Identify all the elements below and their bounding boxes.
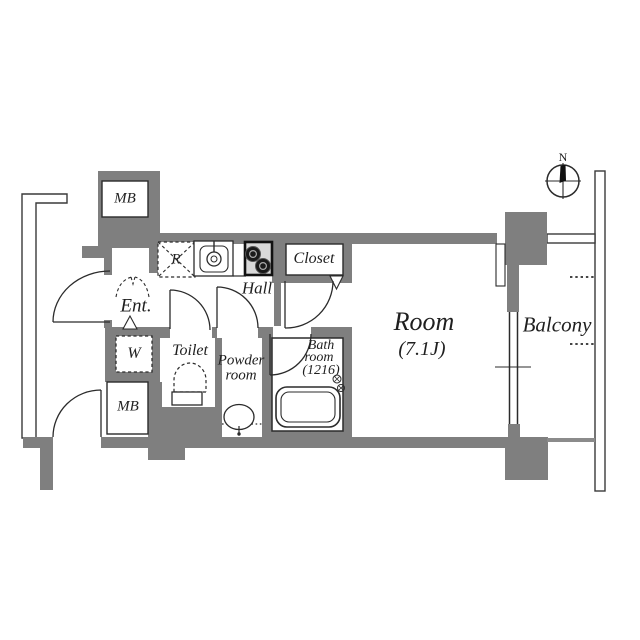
meter-box-top: [101, 180, 149, 218]
room-door-swing: [284, 280, 334, 329]
wall-top: [160, 233, 497, 244]
washing-machine-space: [115, 335, 153, 373]
shower-mixer-icon: [332, 374, 345, 392]
toilet-door-swing: [169, 289, 211, 331]
kitchen: [193, 240, 274, 277]
label-toilet: Toilet: [172, 342, 208, 359]
porch-door-swing: [52, 389, 102, 438]
label-bathroom-2: room: [304, 350, 334, 365]
entrance-step-mark: [122, 314, 138, 330]
powder-room-door-swing: [216, 286, 259, 329]
compass-needle: [559, 164, 566, 183]
toilet-icon: [171, 362, 207, 406]
refrigerator-cross: [157, 241, 196, 278]
label-bathroom-1: Bath: [307, 338, 335, 353]
label-main-room: Room: [393, 307, 455, 336]
closet-box: [285, 243, 344, 276]
label-balcony: Balcony: [522, 312, 592, 337]
bathroom-door-opening: [273, 326, 311, 339]
compass-icon: [545, 163, 581, 199]
shoe-cabinet-dashed: [115, 276, 150, 298]
entrance-door-swing: [52, 270, 111, 323]
washbasin-icon: [222, 403, 262, 436]
balcony-window: [495, 312, 531, 424]
bathroom-door-swing: [269, 333, 312, 376]
label-main-room-size: (7.1J): [398, 338, 446, 360]
pillar-bottom-right: [505, 437, 548, 480]
meter-box-bottom: [106, 381, 149, 435]
doors: [52, 270, 334, 438]
pipe-slot: [495, 243, 506, 287]
stove-icon: [243, 240, 274, 277]
label-north: N: [558, 150, 568, 164]
balcony-dashed-marks: [570, 276, 594, 345]
label-hall: Hall: [241, 278, 273, 298]
label-bathroom-3: (1216): [302, 363, 340, 378]
label-closet: Closet: [293, 250, 335, 267]
pillar-top-right: [505, 212, 547, 265]
wall-bottom-left: [23, 437, 53, 448]
label-powder-room-2: room: [225, 367, 257, 384]
label-meter-box-top: MB: [114, 190, 136, 207]
label-powder-room-1: Powder: [217, 352, 265, 369]
label-refrigerator: R: [171, 251, 181, 268]
label-entrance: Ent.: [120, 295, 152, 317]
balcony-partition: [546, 233, 596, 244]
wall-bottom: [101, 437, 505, 448]
bathtub-icon: [275, 374, 345, 428]
label-washing-machine: W: [127, 345, 141, 362]
label-meter-box-bottom: MB: [117, 398, 139, 415]
outer-corridor-wall: [21, 193, 68, 439]
balcony-bottom-edge: [547, 438, 595, 442]
